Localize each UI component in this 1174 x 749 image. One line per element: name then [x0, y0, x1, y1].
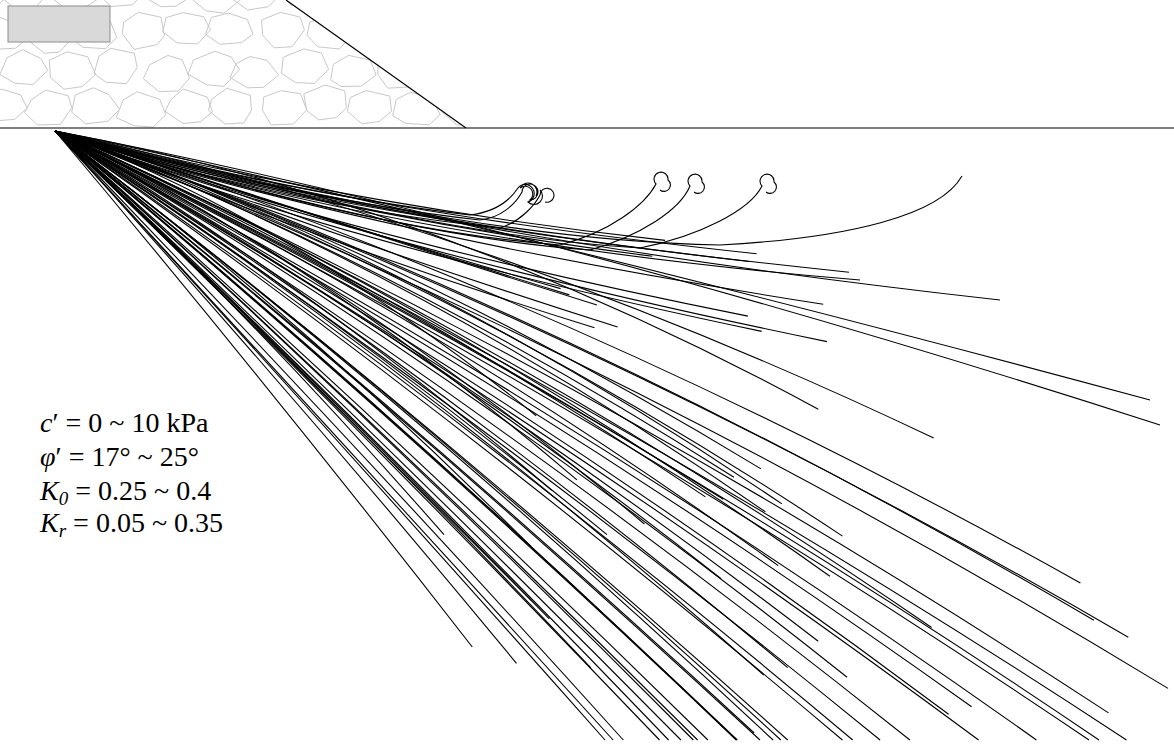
stress-path: [55, 131, 623, 740]
stress-path: [55, 131, 757, 254]
stress-path: [55, 131, 669, 740]
stress-path: [55, 131, 842, 740]
cobble: [193, 0, 240, 13]
parameter-range: Kr = 0.05 ~ 0.35: [40, 508, 223, 542]
stress-path: [55, 131, 934, 438]
stress-path: [55, 131, 1127, 740]
cobble: [398, 18, 442, 53]
stress-path: [55, 131, 972, 707]
stress-path: [55, 131, 853, 740]
stress-path: [55, 131, 827, 342]
cobble: [442, 90, 491, 125]
slope-face: [286, 0, 466, 128]
cobble: [331, 55, 376, 86]
cobble: [163, 13, 211, 44]
stress-path: [55, 131, 1089, 740]
stress-path: [55, 131, 949, 714]
ground-line: [0, 127, 1174, 128]
cobble: [468, 53, 512, 84]
stress-path: [55, 131, 788, 740]
cobble: [94, 48, 137, 83]
cobble: [347, 91, 391, 124]
stress-path: [55, 131, 880, 740]
cobble: [0, 50, 48, 85]
stress-path: [55, 131, 737, 740]
stress-path: [55, 131, 910, 740]
crest-block: [8, 6, 110, 42]
stress-path: [55, 131, 847, 677]
stress-path: [55, 131, 693, 740]
stress-path: [55, 131, 618, 327]
stress-path: [55, 131, 704, 250]
stress-path: [55, 131, 1000, 300]
cobble: [414, 51, 464, 87]
stress-path: [55, 131, 538, 220]
stress-path: [55, 131, 532, 601]
cobble: [143, 55, 189, 91]
stress-path: [55, 131, 1099, 740]
parameter-range: φ′ = 17° ~ 25°: [40, 442, 199, 473]
cobble: [414, 0, 459, 12]
stress-path: [55, 131, 591, 668]
stress-path: [55, 131, 736, 740]
stress-path: [55, 131, 776, 248]
cobble: [325, 0, 369, 12]
cobble: [0, 89, 27, 121]
cobble: [188, 51, 240, 86]
cobble: [116, 92, 166, 127]
stress-path: [55, 131, 665, 240]
cobble: [205, 13, 252, 44]
cobble: [442, 13, 488, 46]
stress-path: [55, 131, 660, 740]
stress-path: [55, 131, 1160, 425]
stress-path: [55, 131, 723, 499]
stress-path: [55, 131, 962, 245]
cobble: [307, 16, 352, 49]
stress-path: [55, 131, 979, 740]
stress-path: [55, 131, 542, 215]
stress-path: [55, 131, 531, 547]
cobble: [263, 91, 307, 125]
stress-path: [55, 131, 788, 668]
stress-path: [55, 131, 761, 469]
stress-path: [55, 131, 1128, 637]
parameter-range: K0 = 0.25 ~ 0.4: [40, 476, 211, 510]
stress-path: [55, 131, 818, 641]
stress-path: [55, 131, 670, 245]
cobble: [146, 0, 192, 7]
cobble: [208, 88, 251, 124]
stress-path: [55, 131, 698, 740]
cobble: [49, 52, 95, 89]
cobble: [351, 14, 398, 47]
cobble: [281, 49, 328, 83]
cobble: [393, 92, 440, 125]
cobble: [304, 85, 347, 120]
stress-path: [55, 131, 737, 740]
stress-path: [55, 131, 1036, 740]
cobble: [378, 54, 424, 88]
rockfill-texture: [0, 0, 512, 127]
cobble: [368, 0, 418, 7]
parameter-range: c′ = 0 ~ 10 kPa: [40, 408, 209, 439]
cobble: [230, 57, 279, 88]
cobble: [25, 90, 72, 125]
stress-path: [55, 131, 549, 619]
stress-path: [55, 131, 681, 740]
stress-path: [55, 131, 860, 280]
cobble: [72, 88, 120, 124]
stress-path: [55, 131, 762, 331]
cobble: [165, 89, 212, 124]
cobble: [262, 12, 305, 48]
cobble: [233, 0, 280, 10]
stress-path: [55, 131, 1150, 400]
stress-paths: [55, 131, 1168, 740]
stress-path: [55, 131, 760, 740]
stress-path: [55, 131, 708, 740]
cobble: [122, 12, 164, 49]
